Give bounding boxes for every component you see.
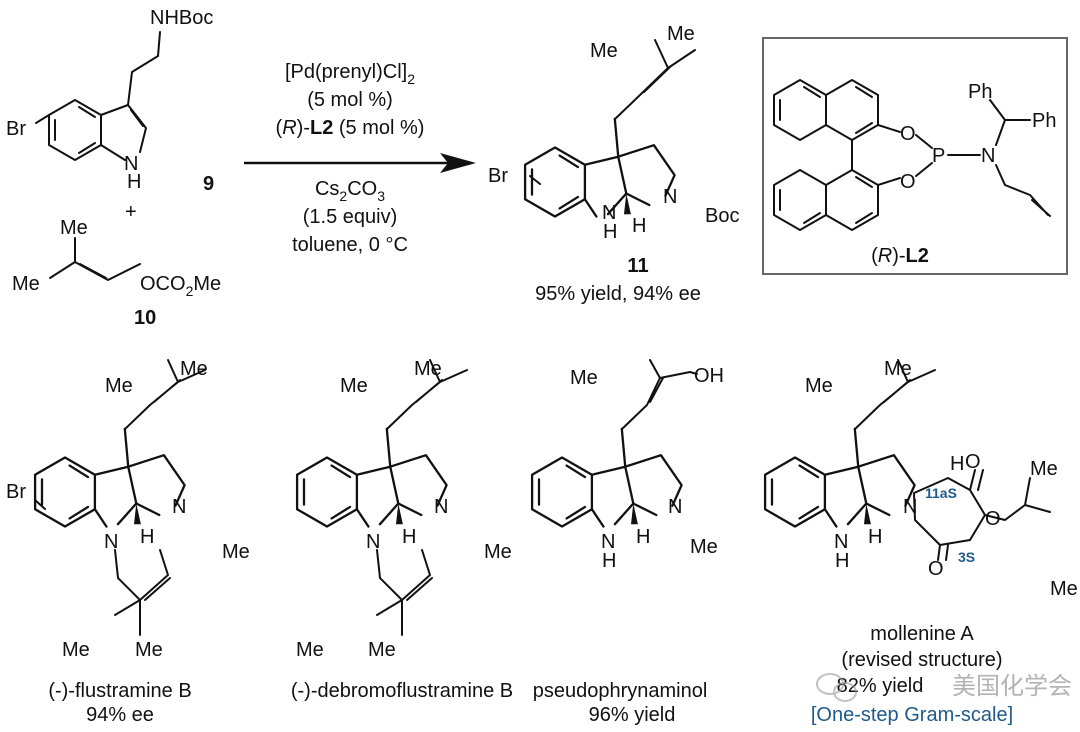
atom-n: N	[663, 186, 677, 208]
atom-n: N	[601, 531, 615, 553]
atom-n: N	[903, 496, 917, 518]
atom-me: Me	[805, 375, 833, 397]
watermark-text: 美国化学会	[952, 673, 1072, 700]
plus-sign: +	[125, 201, 137, 223]
atom-h: H	[140, 526, 154, 548]
product-flustramine-b: Br N H N Me Me Me Me Me (-)-flustramine …	[6, 358, 250, 726]
atom-o: O	[985, 508, 1001, 530]
atom-h: H	[950, 453, 964, 475]
reaction-arrow	[244, 153, 476, 173]
product-result: 94% ee	[86, 704, 154, 726]
atom-me: Me	[1050, 578, 1078, 600]
atom-me: Me	[296, 639, 324, 661]
atom-me: Me	[368, 639, 396, 661]
atom-n: N	[668, 496, 682, 518]
product-result: 96% yield	[589, 704, 676, 726]
product-name: (-)-flustramine B	[48, 680, 191, 702]
condition-ligand: (R)-L2 (5 mol %)	[276, 117, 425, 139]
compound-label-10: 10	[134, 307, 156, 329]
atom-me: Me	[484, 541, 512, 563]
wechat-icon	[816, 673, 857, 702]
atom-n: N	[602, 202, 616, 224]
atom-n: N	[834, 531, 848, 553]
atom-boc: Boc	[705, 205, 739, 227]
atom-me: Me	[60, 217, 88, 239]
condition-base: Cs2CO3	[315, 178, 385, 204]
reaction-conditions: [Pd(prenyl)Cl]2 (5 mol %) (R)-L2 (5 mol …	[244, 61, 476, 256]
stereo-label-3s: 3S	[958, 549, 975, 565]
product-mollenine-a: Me Me H O O O N N H H Me Me 11aS 3S moll…	[763, 358, 1078, 726]
watermark: 美国化学会	[816, 673, 1072, 702]
atom-o: O	[900, 123, 916, 145]
product-name: mollenine A	[870, 623, 974, 645]
product-name: pseudophrynaminol	[533, 680, 708, 702]
atom-me: Me	[590, 40, 618, 62]
atom-n: N	[124, 153, 138, 175]
gram-scale-note: [One-step Gram-scale]	[811, 704, 1013, 726]
atom-me: Me	[667, 23, 695, 45]
atom-me: Me	[340, 375, 368, 397]
atom-me: Me	[690, 536, 718, 558]
atom-br: Br	[488, 165, 508, 187]
ligand-l2-box: O O P N Ph Ph (R)-L2	[762, 37, 1068, 275]
stereo-label-11as: 11aS	[925, 485, 957, 501]
atom-me: Me	[180, 358, 208, 380]
atom-me: Me	[222, 541, 250, 563]
atom-me: Me	[414, 358, 442, 380]
atom-me: Me	[105, 375, 133, 397]
reactant-9-structure: Br N H NHBoc 9	[6, 7, 214, 195]
atom-p: P	[932, 145, 945, 167]
atom-me: Me	[12, 273, 40, 295]
atom-me: Me	[884, 358, 912, 380]
atom-h: H	[868, 526, 882, 548]
compound-label-11: 11	[627, 255, 648, 277]
product-name: (-)-debromoflustramine B	[291, 680, 513, 702]
atom-me: Me	[135, 639, 163, 661]
product-pseudophrynaminol: Me OH N H H N Me pseudophrynaminol 96% y…	[530, 359, 724, 726]
reactant-10-structure: Me Me OCO2Me 10	[12, 217, 221, 329]
atom-n: N	[104, 531, 118, 553]
product-result: 82% yield	[837, 675, 924, 697]
atom-h: H	[603, 221, 617, 243]
atom-n: N	[172, 496, 186, 518]
atom-h: H	[835, 550, 849, 572]
product-debromoflustramine-b: N H N Me Me Me Me Me (-)-debromoflustram…	[291, 358, 513, 702]
condition-catalyst-loading: (5 mol %)	[307, 89, 393, 111]
atom-me: Me	[1030, 458, 1058, 480]
ester-group: OCO2Me	[140, 273, 221, 299]
atom-n: N	[434, 496, 448, 518]
atom-oh: OH	[694, 365, 724, 387]
atom-n: N	[981, 145, 995, 167]
atom-h: H	[632, 215, 646, 237]
atom-nhboc: NHBoc	[150, 7, 213, 29]
atom-o: O	[965, 451, 981, 473]
atom-me: Me	[570, 367, 598, 389]
atom-h: H	[602, 550, 616, 572]
atom-h: H	[402, 526, 416, 548]
condition-base-equiv: (1.5 equiv)	[303, 206, 398, 228]
atom-n: N	[366, 531, 380, 553]
condition-catalyst: [Pd(prenyl)Cl]2	[285, 61, 415, 87]
product-note: (revised structure)	[841, 649, 1002, 671]
atom-br: Br	[6, 118, 26, 140]
atom-h: H	[636, 526, 650, 548]
atom-ph: Ph	[968, 81, 992, 103]
ligand-label: (R)-L2	[871, 245, 929, 267]
compound-label-9: 9	[203, 173, 214, 195]
atom-br: Br	[6, 481, 26, 503]
product-11-structure: Br N H H N Boc Me Me 11 95% yield, 94% e…	[488, 23, 739, 305]
atom-me: Me	[62, 639, 90, 661]
condition-solvent-temp: toluene, 0 °C	[292, 234, 408, 256]
atom-o: O	[928, 558, 944, 580]
product-11-result: 95% yield, 94% ee	[535, 283, 701, 305]
atom-h: H	[127, 171, 141, 193]
atom-ph: Ph	[1032, 110, 1056, 132]
atom-o: O	[900, 171, 916, 193]
